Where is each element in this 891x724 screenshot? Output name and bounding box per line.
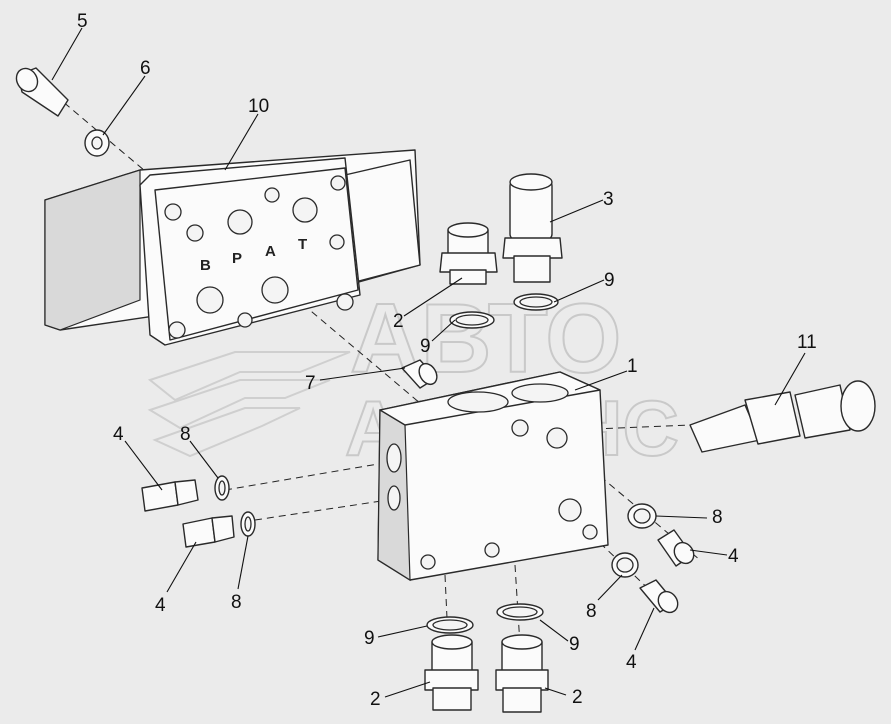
o-ring-bottom-left <box>426 616 474 634</box>
callout-4-right-upper: 4 <box>728 546 739 567</box>
callout-7: 7 <box>305 373 316 394</box>
callout-8-left-upper: 8 <box>180 424 191 445</box>
banjo-fitting-top <box>502 173 563 283</box>
port-label-t: T <box>298 236 307 253</box>
seal-right-lower <box>611 552 639 578</box>
callout-labels: 5 6 10 3 9 2 9 1 11 7 4 8 4 8 8 4 8 4 9 … <box>77 11 817 710</box>
adapter-fitting-bottom-right <box>495 634 549 713</box>
seal-left-upper <box>214 475 230 501</box>
callout-4-left-lower: 4 <box>155 595 166 616</box>
spring-washer <box>84 129 110 157</box>
callout-2-bottom-right: 2 <box>572 687 583 708</box>
dowel-pin <box>401 359 438 389</box>
nipple-left-lower <box>182 515 235 548</box>
callout-5: 5 <box>77 11 88 32</box>
port-label-b: B <box>200 257 211 274</box>
watermark-line-1: АВТО <box>350 283 621 393</box>
adapter-fitting-bottom-left <box>424 634 479 711</box>
adapter-fitting-top <box>439 222 498 285</box>
callout-9-top-left: 9 <box>420 336 431 357</box>
callout-9-top-right: 9 <box>604 270 615 291</box>
solenoid-valve: B P A T <box>44 149 421 346</box>
callout-3: 3 <box>603 189 614 210</box>
callout-9-bottom-left: 9 <box>364 628 375 649</box>
nipple-right-upper <box>657 529 695 567</box>
callout-2-top: 2 <box>393 311 404 332</box>
callout-6: 6 <box>140 58 151 79</box>
callout-8-left-lower: 8 <box>231 592 242 613</box>
port-label-a: A <box>265 243 276 260</box>
callout-11: 11 <box>797 332 817 353</box>
pressure-sensor <box>689 380 876 453</box>
leader-lines <box>51 27 806 698</box>
callout-4-right-lower: 4 <box>626 652 637 673</box>
nipple-left-upper <box>141 479 199 512</box>
o-ring-bottom-right <box>496 603 544 621</box>
callout-8-right-upper: 8 <box>712 507 723 528</box>
port-label-p: P <box>232 250 242 267</box>
callout-4-left-upper: 4 <box>113 424 124 445</box>
callout-10: 10 <box>248 96 269 117</box>
nipple-right-lower <box>639 579 679 614</box>
manifold-block <box>377 371 609 582</box>
callout-8-right-lower: 8 <box>586 601 597 622</box>
seal-left-lower <box>240 511 256 537</box>
callout-9-bottom-right: 9 <box>569 634 580 655</box>
o-ring-top-left <box>449 311 495 329</box>
o-ring-top-right <box>513 293 559 311</box>
callout-1: 1 <box>627 356 638 377</box>
mounting-screw <box>15 67 69 117</box>
callout-2-bottom-left: 2 <box>370 689 381 710</box>
seal-right-upper <box>627 503 657 529</box>
